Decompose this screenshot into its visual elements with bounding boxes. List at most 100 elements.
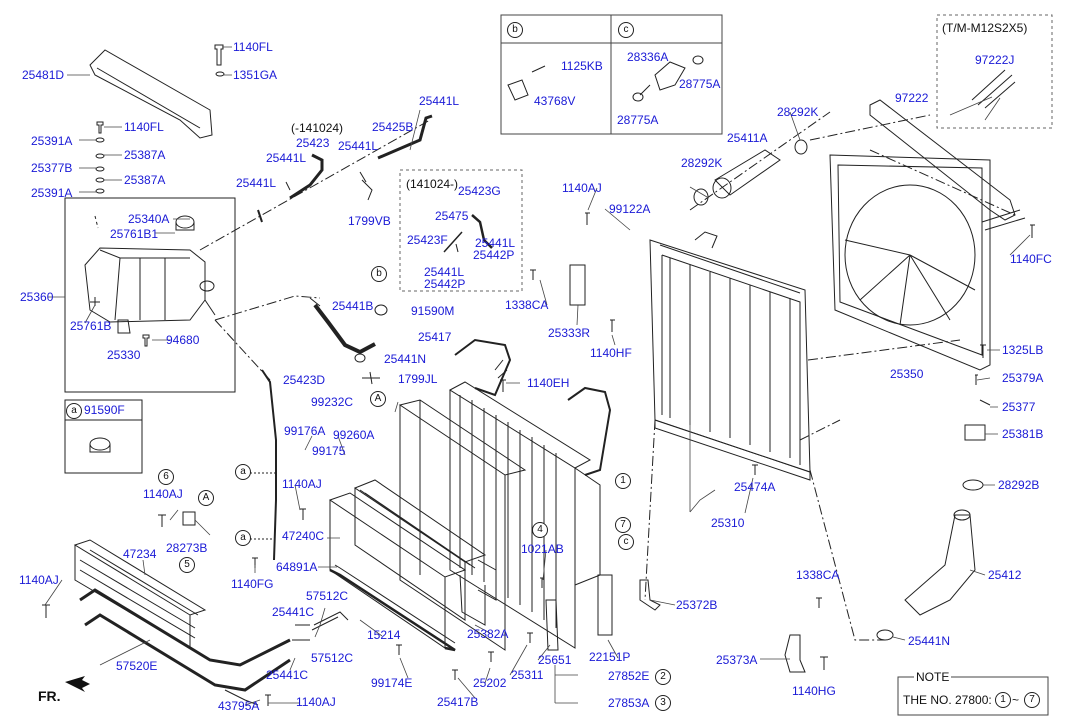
- label-25412: 25412: [988, 568, 1022, 582]
- hose-25417: [313, 303, 376, 355]
- label-25441L: 25441L: [236, 176, 277, 190]
- circle-marker-a: a: [235, 464, 251, 480]
- label-25441L: 25441L: [419, 94, 460, 108]
- label-27853A: 27853A: [608, 696, 650, 710]
- label-47240C: 47240C: [282, 529, 325, 543]
- label-1140HG: 1140HG: [792, 684, 836, 698]
- label-25350: 25350: [890, 367, 924, 381]
- label-1140FC: 1140FC: [1010, 252, 1052, 266]
- label-25481D: 25481D: [22, 68, 65, 82]
- label-1140FL: 1140FL: [124, 120, 164, 134]
- label-57512C: 57512C: [306, 589, 349, 603]
- label-1799VB: 1799VB: [348, 214, 391, 228]
- circle-marker-2: 2: [655, 669, 671, 685]
- label-25382A: 25382A: [467, 627, 509, 641]
- circle-marker-4: 4: [532, 522, 548, 538]
- condenser-panel-2: [353, 479, 487, 563]
- circle-marker-3: 3: [655, 695, 671, 711]
- label-1338CA: 1338CA: [796, 568, 840, 582]
- label-25423D: 25423D: [283, 373, 326, 387]
- label-25442P: 25442P: [473, 248, 515, 262]
- label-99174E: 99174E: [371, 676, 413, 690]
- label-57520E: 57520E: [116, 659, 158, 673]
- label-25340A: 25340A: [128, 212, 170, 226]
- circle-marker-b: b: [371, 266, 387, 282]
- label-25441N: 25441N: [908, 634, 951, 648]
- label-25474A: 25474A: [734, 480, 776, 494]
- label-94680: 94680: [166, 333, 200, 347]
- label-25387A: 25387A: [124, 173, 166, 187]
- label-1325LB: 1325LB: [1002, 343, 1044, 357]
- label-25651: 25651: [538, 653, 572, 667]
- label-25310: 25310: [711, 516, 745, 530]
- label-25411A: 25411A: [727, 131, 768, 145]
- label-25377B: 25377B: [31, 161, 73, 175]
- circle-marker-a: a: [235, 530, 251, 546]
- label-1140AJ: 1140AJ: [143, 487, 183, 501]
- intercooler: [449, 381, 591, 469]
- label-43768V: 43768V: [534, 94, 576, 108]
- circle-marker-A: A: [198, 490, 214, 506]
- label-25391A: 25391A: [31, 186, 73, 200]
- label-25441N: 25441N: [384, 352, 427, 366]
- label-1338CA: 1338CA: [505, 298, 549, 312]
- label-25373A: 25373A: [716, 653, 758, 667]
- label-25441L: 25441L: [338, 139, 379, 153]
- circle-marker-1: 1: [615, 473, 631, 489]
- label-25442P: 25442P: [424, 277, 466, 291]
- label-25333R: 25333R: [548, 326, 591, 340]
- label-1140AJ: 1140AJ: [282, 477, 322, 491]
- label-15214: 15214: [367, 628, 401, 642]
- label-25761B1: 25761B1: [110, 227, 159, 241]
- label-25441C: 25441C: [272, 605, 315, 619]
- label-1140AJ: 1140AJ: [562, 181, 602, 195]
- hose-25412: [904, 514, 976, 616]
- label-25379A: 25379A: [1002, 371, 1044, 385]
- label-25441L: 25441L: [475, 236, 516, 250]
- label-28336A: 28336A: [627, 50, 669, 64]
- label-57512C: 57512C: [311, 651, 354, 665]
- label-25202: 25202: [473, 676, 507, 690]
- hose-25411A: [714, 149, 781, 196]
- pipe-57520E: [79, 588, 291, 667]
- label-25441L: 25441L: [424, 265, 465, 279]
- bracket-97222: [869, 99, 1016, 221]
- label-99122A: 99122A: [609, 202, 651, 216]
- label-25441B: 25441B: [332, 299, 374, 313]
- label-1140AJ: 1140AJ: [19, 573, 59, 587]
- label-25381B: 25381B: [1002, 427, 1044, 441]
- label-25475: 25475: [435, 209, 469, 223]
- label-91590F: 91590F: [84, 403, 125, 417]
- label-1799JL: 1799JL: [398, 372, 438, 386]
- label-25423: 25423: [296, 136, 330, 150]
- reservoir-tank: [84, 247, 206, 323]
- label-28292K: 28292K: [681, 156, 723, 170]
- hose-25425B: [377, 114, 433, 160]
- label-date-range: (-141024): [291, 121, 344, 135]
- circle-marker-A: A: [370, 391, 386, 407]
- label-25425B: 25425B: [372, 120, 414, 134]
- oil-cooler-47234: [73, 539, 207, 616]
- note-text: THE NO. 27800:: [903, 693, 992, 707]
- pipe-upper-left: [454, 338, 512, 397]
- label-25423G: 25423G: [458, 184, 501, 198]
- label-28292B: 28292B: [998, 478, 1040, 492]
- label-99232C: 99232C: [311, 395, 354, 409]
- label-date-range: (141024-): [406, 177, 459, 191]
- circle-marker-6: 6: [158, 469, 174, 485]
- label-27852E: 27852E: [608, 669, 650, 683]
- label-1140FL: 1140FL: [233, 40, 273, 54]
- label-25311: 25311: [511, 668, 544, 682]
- label-91590M: 91590M: [411, 304, 455, 318]
- circle-marker-7: 7: [615, 517, 631, 533]
- label-28775A: 28775A: [679, 77, 721, 91]
- label-25330: 25330: [107, 348, 141, 362]
- label-47234: 47234: [123, 547, 157, 561]
- label-28273B: 28273B: [166, 541, 208, 555]
- label-25387A: 25387A: [124, 148, 166, 162]
- label-1140AJ: 1140AJ: [296, 695, 336, 709]
- label-1125KB: 1125KB: [561, 59, 603, 73]
- label-25417B: 25417B: [437, 695, 479, 709]
